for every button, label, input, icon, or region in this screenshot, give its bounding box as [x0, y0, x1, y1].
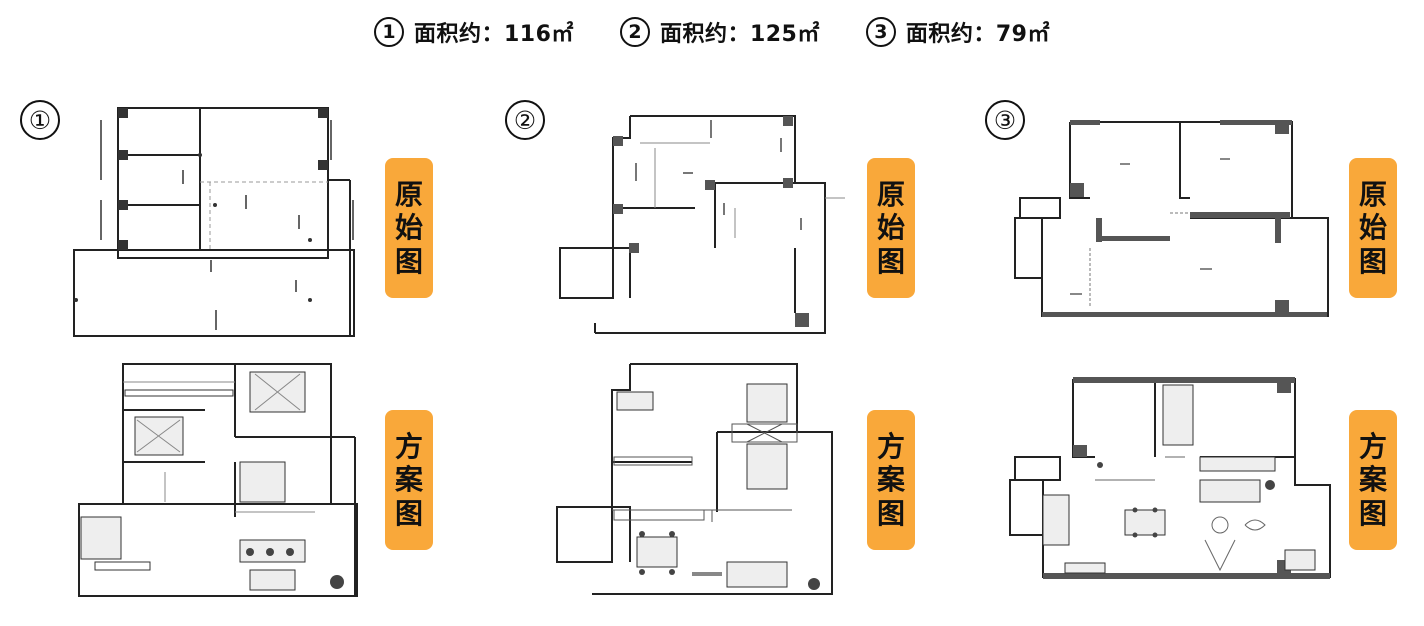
plan-number-badge: 1 [374, 17, 404, 47]
plan-2-number: ② [505, 100, 545, 140]
design-plan-tag-2: 方案图 [867, 410, 915, 550]
design-plan-tag-1: 方案图 [385, 410, 433, 550]
plan-1-number: ① [20, 100, 60, 140]
plan-3-original-drawing [1014, 120, 1329, 317]
plan-3-number: ③ [985, 100, 1025, 140]
plan-2-original-drawing [559, 115, 845, 334]
area-summary-header: 1 面积约：116㎡ 2 面积约：125㎡ 3 面积约：79㎡ [0, 10, 1424, 54]
plan-2-design-drawing [556, 363, 833, 595]
plan-number-badge: 2 [619, 17, 650, 47]
area-item-2: 2 面积约：125㎡ [619, 16, 820, 48]
area-label: 面积约：125㎡ [659, 22, 820, 47]
plan-number-badge: 3 [865, 17, 896, 47]
area-item-1: 1 面积约：116㎡ [374, 16, 574, 48]
original-plan-tag-2: 原始图 [867, 158, 915, 298]
area-label: 面积约：79㎡ [905, 22, 1050, 47]
area-item-3: 3 面积约：79㎡ [865, 16, 1050, 48]
original-plan-tag-1: 原始图 [385, 158, 433, 298]
design-plan-tag-3: 方案图 [1349, 410, 1397, 550]
plan-1-original-drawing [73, 107, 355, 337]
original-plan-tag-3: 原始图 [1349, 158, 1397, 298]
plan-1-design-drawing [78, 363, 358, 597]
area-label: 面积约：116㎡ [414, 22, 574, 47]
plan-3-design-drawing [1009, 377, 1331, 579]
